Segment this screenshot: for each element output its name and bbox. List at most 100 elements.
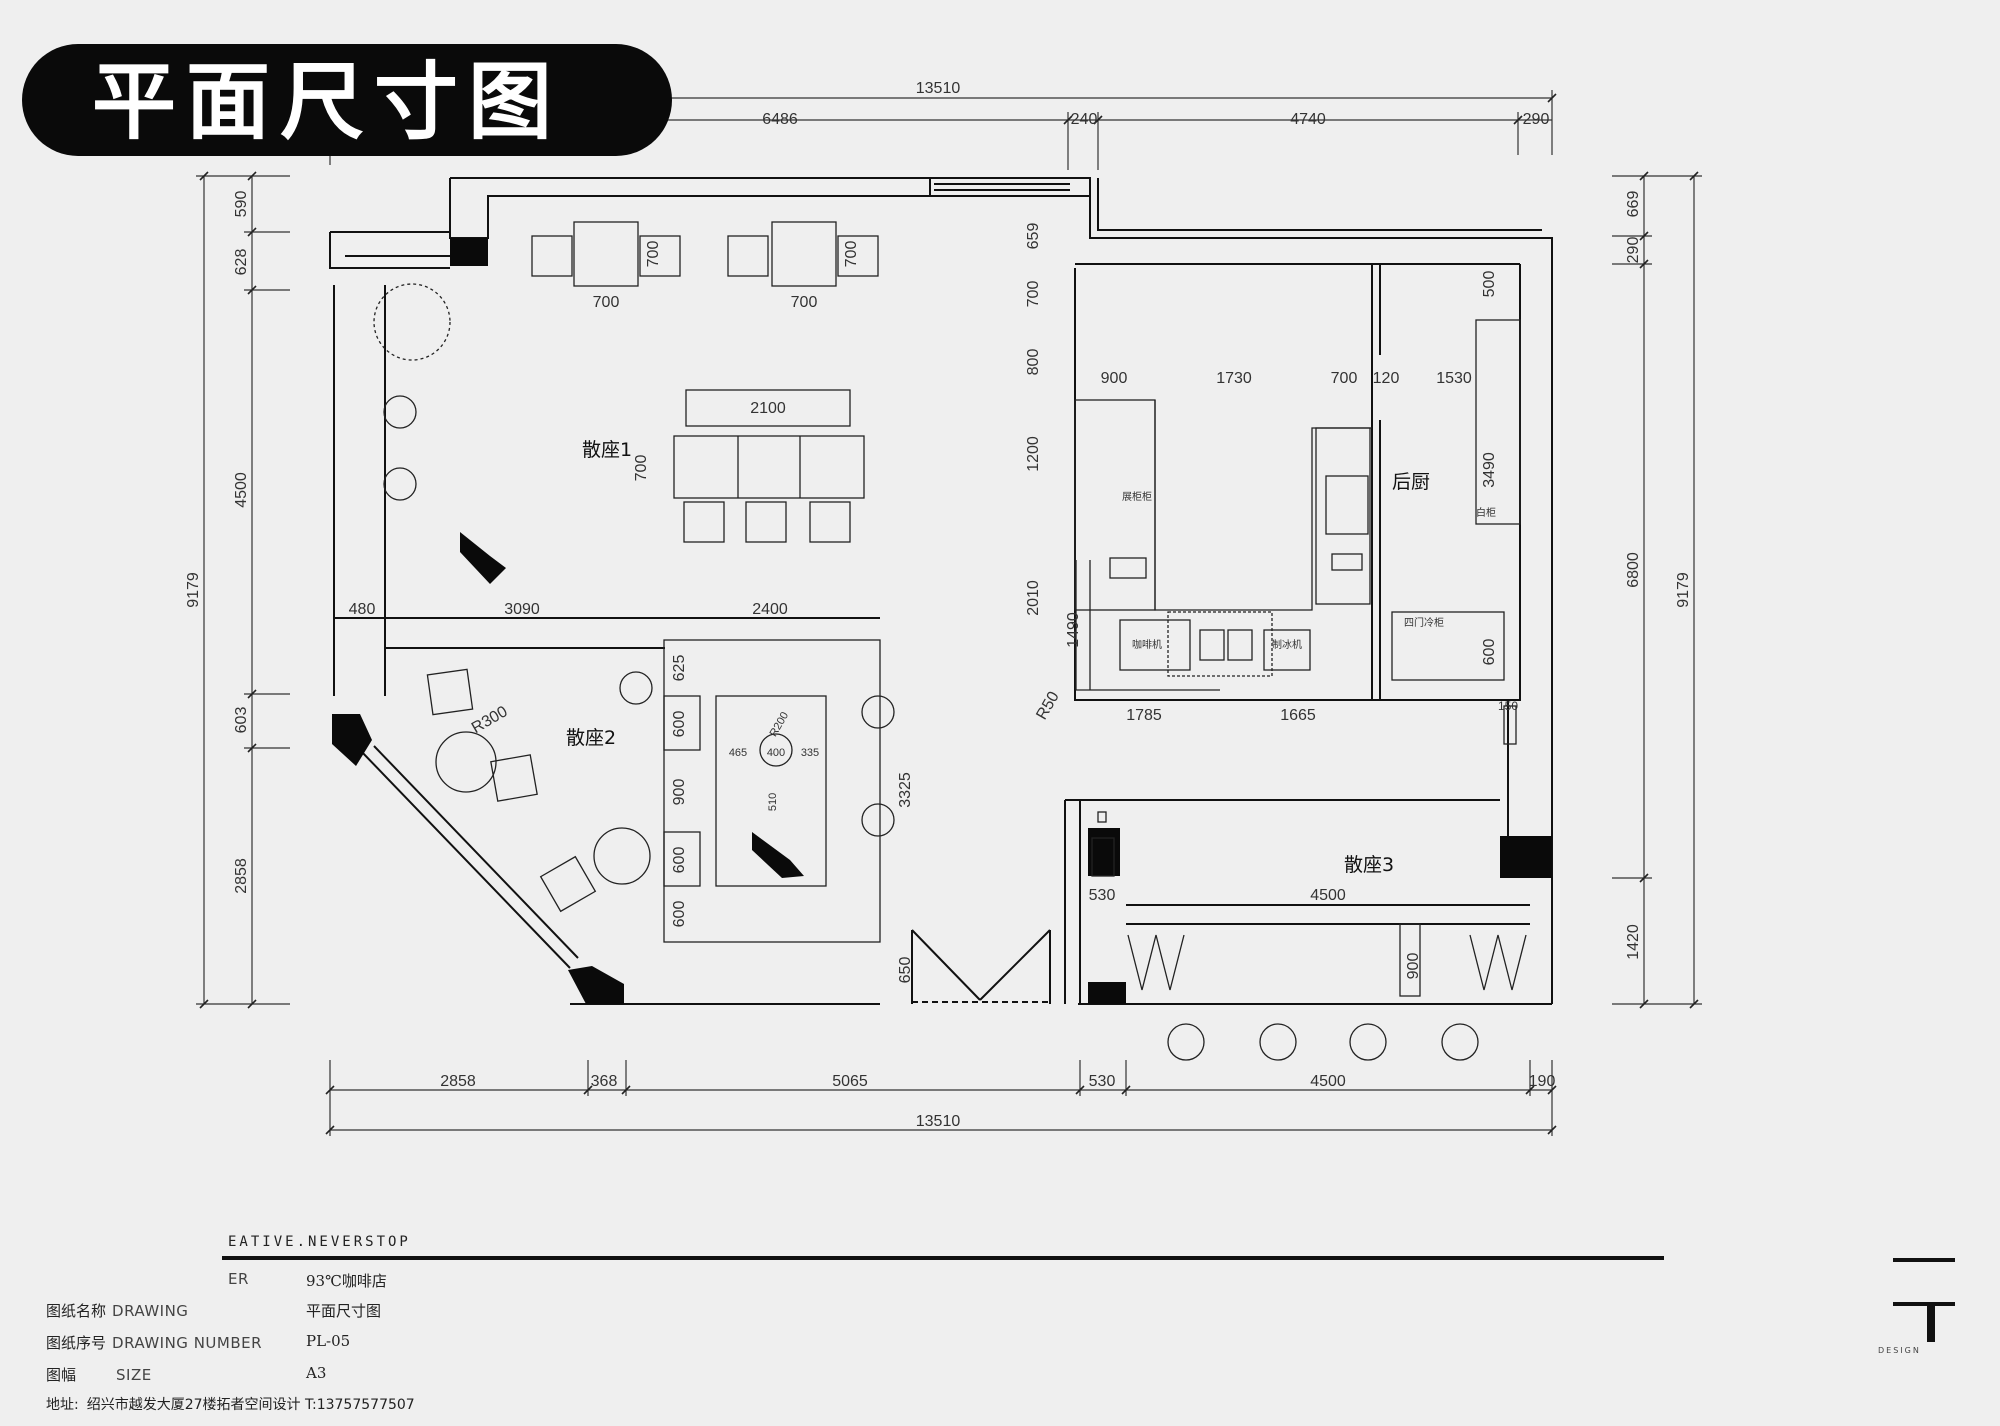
dim-bot-b: 368 <box>591 1073 618 1090</box>
label-fridge: 四门冷柜 <box>1404 616 1444 629</box>
dim-top-total: 13510 <box>916 80 961 97</box>
dim-s2-r300: R300 <box>469 703 511 737</box>
title-block-rule <box>222 1256 1664 1260</box>
dim-table1-w: 700 <box>593 294 620 311</box>
size-value: A3 <box>306 1364 327 1382</box>
dim-k-700: 700 <box>1025 281 1042 308</box>
project-value: 93℃咖啡店 <box>306 1272 387 1290</box>
columns <box>332 238 1552 1004</box>
label-coffee-machine: 咖啡机 <box>1132 638 1162 651</box>
dim-left-b: 628 <box>233 249 250 276</box>
dim-table2-d: 700 <box>843 241 860 268</box>
dim-k-3490: 3490 <box>1481 452 1498 488</box>
dim-top-c: 4740 <box>1290 111 1326 128</box>
dim-k-1200: 1200 <box>1025 436 1042 472</box>
page-title: 平面尺寸图 <box>92 53 563 151</box>
number-label-en: DRAWING NUMBER <box>112 1334 263 1352</box>
dim-right-b: 290 <box>1625 237 1642 264</box>
dimension-ticks <box>199 93 1699 1135</box>
dim-top-d: 290 <box>1523 111 1550 128</box>
studio-logo <box>1893 1258 1955 1342</box>
size-label-cn: 图幅 <box>46 1366 77 1384</box>
dim-s2-3090: 3090 <box>504 601 540 618</box>
dim-left-c: 4500 <box>233 472 250 508</box>
dim-s2-465: 465 <box>729 747 747 759</box>
title-block-drawing-row: 图纸名称 DRAWING <box>46 1300 188 1321</box>
drawing-label-en: DRAWING <box>112 1302 189 1320</box>
dim-top-a: 6486 <box>762 111 798 128</box>
dim-s2-2400: 2400 <box>752 601 788 618</box>
address-label: 地址: <box>46 1397 79 1413</box>
studio-logo-text: DESIGN <box>1878 1346 1921 1355</box>
label-display-counter: 展柜柜 <box>1122 490 1152 503</box>
dim-k-700b: 700 <box>1331 370 1358 387</box>
dim-s2-650: 650 <box>897 957 914 984</box>
dim-s3-4500: 4500 <box>1310 887 1346 904</box>
dim-bot-f: 190 <box>1529 1073 1556 1090</box>
drawing-label-cn: 图纸名称 <box>46 1302 107 1320</box>
dim-bot-e: 4500 <box>1310 1073 1346 1090</box>
equipment-labels: 展柜柜 四门冷柜 咖啡机 制冰机 白柜 <box>1122 490 1496 651</box>
dim-s3-900: 900 <box>1405 953 1422 980</box>
project-label: ER <box>228 1270 249 1288</box>
dim-s2-900: 900 <box>671 779 688 806</box>
label-white-cabinet: 白柜 <box>1476 506 1496 519</box>
room-label-seating3: 散座3 <box>1344 854 1394 876</box>
dim-s2-600c: 600 <box>671 901 688 928</box>
dim-left-e: 2858 <box>233 858 250 894</box>
dim-k-120: 120 <box>1373 370 1400 387</box>
room-label-kitchen: 后厨 <box>1392 471 1430 493</box>
title-block-number-row: 图纸序号 DRAWING NUMBER <box>46 1332 262 1353</box>
dim-top-b: 240 <box>1071 111 1098 128</box>
dim-s2-480: 480 <box>349 601 376 618</box>
dim-bot-a: 2858 <box>440 1073 476 1090</box>
dimension-lines <box>196 90 1702 1136</box>
dim-bot-c: 5065 <box>832 1073 868 1090</box>
dim-k-600: 600 <box>1481 639 1498 666</box>
title-block-address-row: 地址:绍兴市越发大厦27楼拓者空间设计 T:13757577507 <box>46 1394 415 1414</box>
dim-k-1730: 1730 <box>1216 370 1252 387</box>
title-block-project-row: ER <box>222 1270 249 1288</box>
dim-k-1785: 1785 <box>1126 707 1162 724</box>
furniture <box>373 221 1527 1061</box>
dim-s2-625: 625 <box>671 655 688 682</box>
dim-s2-3325: 3325 <box>897 772 914 808</box>
dim-k-900: 900 <box>1101 370 1128 387</box>
room-label-seating2: 散座2 <box>566 727 616 749</box>
dim-bot-d: 530 <box>1089 1073 1116 1090</box>
dim-k-1665: 1665 <box>1280 707 1316 724</box>
dim-k-800: 800 <box>1025 349 1042 376</box>
number-value: PL-05 <box>306 1332 351 1350</box>
dim-k-r50: R50 <box>1033 689 1062 723</box>
dim-left-d: 603 <box>233 707 250 734</box>
dim-s2-r200: R200 <box>768 710 792 739</box>
dim-right-d: 1420 <box>1625 924 1642 960</box>
number-label-cn: 图纸序号 <box>46 1334 107 1352</box>
dim-table1-d: 700 <box>645 241 662 268</box>
dim-s2-600b: 600 <box>671 847 688 874</box>
dim-s2-510: 510 <box>767 793 779 811</box>
dim-right-c: 6800 <box>1625 552 1642 588</box>
dim-s2-400: 400 <box>767 747 785 759</box>
size-label-en: SIZE <box>116 1366 152 1384</box>
label-ice-machine: 制冰机 <box>1272 638 1302 651</box>
dim-k-1530: 1530 <box>1436 370 1472 387</box>
dim-bot-total: 13510 <box>916 1113 961 1130</box>
drawing-value: 平面尺寸图 <box>306 1302 382 1320</box>
title-banner <box>22 44 672 156</box>
dim-bench-w: 2100 <box>750 400 786 417</box>
room-label-seating1: 散座1 <box>582 439 632 461</box>
dim-k-659: 659 <box>1025 223 1042 250</box>
dim-k-500: 500 <box>1481 271 1498 298</box>
dim-left-total: 9179 <box>185 572 202 608</box>
dim-right-a: 669 <box>1625 191 1642 218</box>
dim-k-150: 150 <box>1498 699 1518 713</box>
dimension-labels: 13510 6486 240 4740 290 2858 368 5065 53… <box>185 80 1692 1130</box>
title-block-size-row: 图幅 SIZE <box>46 1364 152 1385</box>
dim-table3-d: 700 <box>633 455 650 482</box>
title-block-slogan: EATIVE.NEVERSTOP <box>228 1234 411 1250</box>
dim-s2-335: 335 <box>801 747 819 759</box>
room-labels: 散座1 散座2 散座3 后厨 <box>566 439 1430 876</box>
